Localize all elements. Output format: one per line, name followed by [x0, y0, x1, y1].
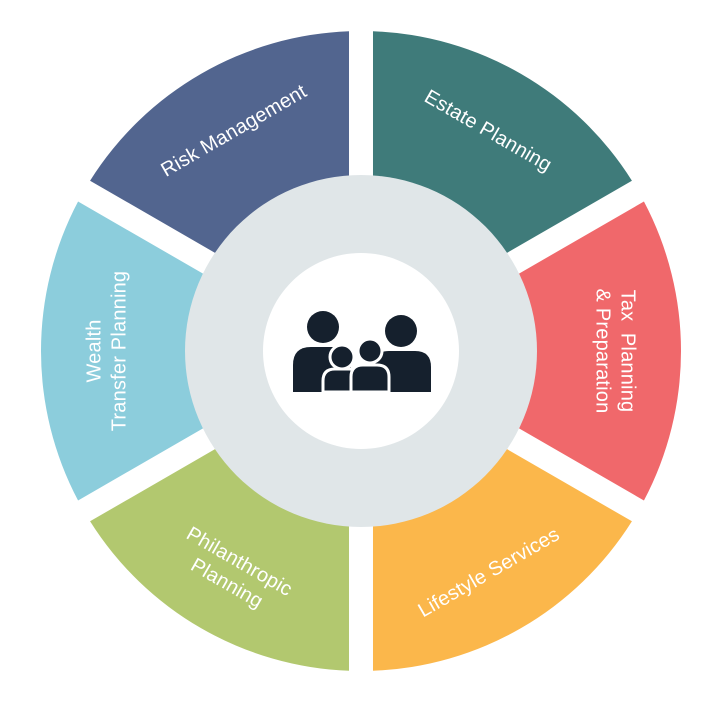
family-icon — [293, 311, 431, 394]
segment-tax-planning-preparation — [496, 201, 681, 501]
segment-wealth-transfer-planning — [40, 201, 226, 501]
segment-label-tax-planning-preparation: Tax Planning& Preparation — [592, 289, 639, 414]
